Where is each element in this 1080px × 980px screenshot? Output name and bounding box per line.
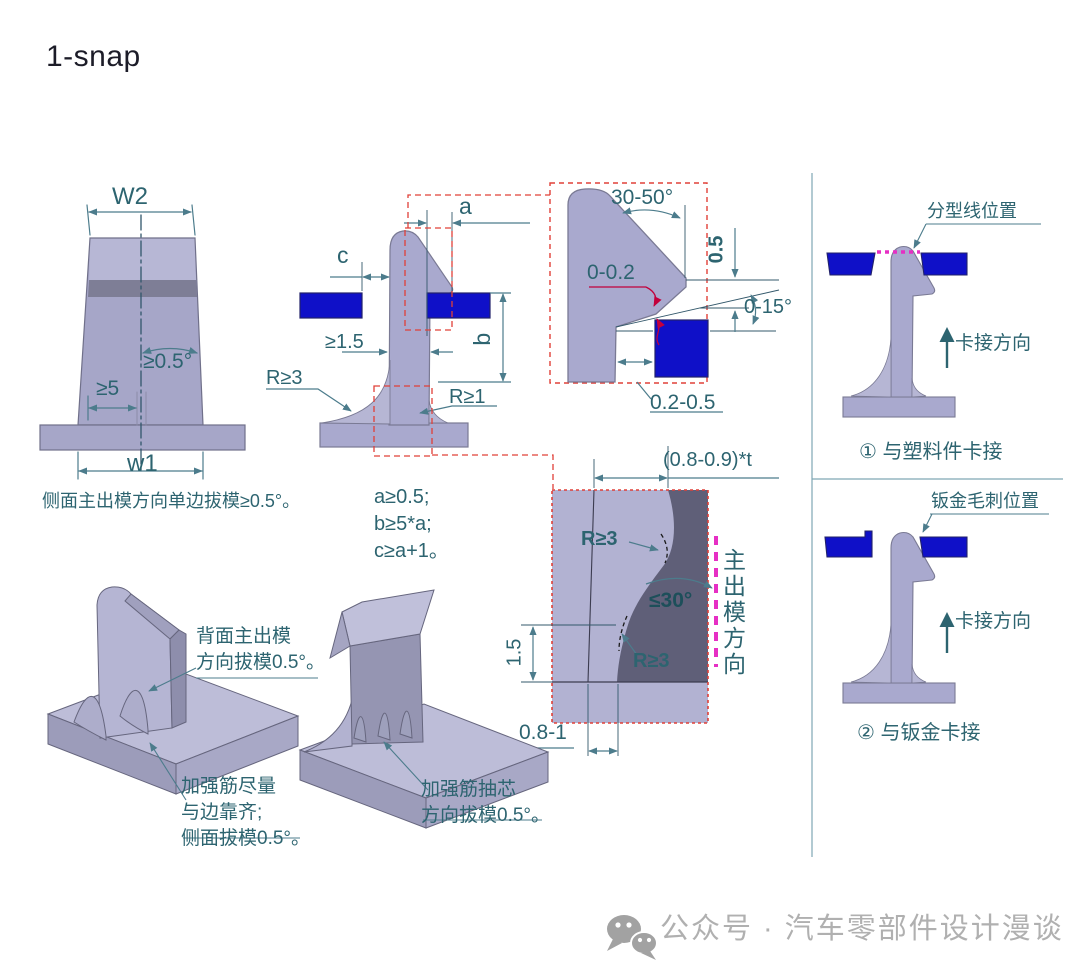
dim-label-a: a (459, 193, 472, 219)
dim-label-land: 0.5 (705, 235, 728, 264)
dim-label-bottom-width: 0.8-1 (519, 721, 567, 744)
dim-label-retention-angle: 0-15° (744, 296, 793, 318)
iso-note-rib-align: 加强筋尽量 与边靠齐; 侧面拔模0.5°。 (181, 774, 310, 852)
dim-label-draft-angle: ≥0.5° (143, 350, 193, 373)
dim-label-w2: W2 (112, 183, 148, 210)
section-view-drawing (266, 194, 554, 489)
burr-callout: 钣金毛刺位置 (931, 491, 1039, 511)
iso-note-rib-align-line3: 侧面拔模0.5°。 (181, 828, 311, 849)
iso-note-back-draft-line1: 背面主出模 (196, 626, 292, 647)
dim-label-r3-bottom: R≥3 (633, 650, 670, 672)
dim-label-clearance: 0-0.2 (587, 261, 635, 284)
dim-label-wall: ≥1.5 (325, 331, 364, 353)
dim-label-c: c (337, 242, 349, 268)
iso-note-back-draft: 背面主出模 方向拔模0.5°。 (196, 624, 325, 676)
dim-label-r3: R≥3 (266, 367, 303, 389)
root-detail-drawing (519, 446, 779, 756)
dim-label-r3-top: R≥3 (581, 528, 618, 550)
iso-note-leaders (148, 667, 542, 839)
dim-label-r1: R≥1 (449, 386, 486, 408)
iso-note-rib-align-line2: 与边靠齐; (181, 802, 263, 823)
snap-direction-label-1: 卡接方向 (955, 333, 1032, 354)
formula-b: b≥5*a; (374, 513, 432, 535)
formula-c: c≥a+1。 (374, 540, 449, 562)
iso-view-1-drawing (46, 586, 300, 795)
formula-a: a≥0.5; (374, 486, 430, 508)
dim-label-min-width: ≥5 (96, 377, 120, 400)
right-panel-drawing (811, 173, 1063, 857)
parting-line-callout: 分型线位置 (927, 201, 1017, 221)
snap-direction-label-2: 卡接方向 (955, 611, 1032, 632)
tip-detail-drawing (549, 182, 780, 413)
wechat-icon (607, 915, 658, 960)
caption-plastic-snap: ① 与塑料件卡接 (859, 441, 1003, 463)
page-title: 1-snap (46, 40, 141, 73)
dim-label-b: b (469, 332, 496, 346)
dim-label-taper-angle: ≤30° (649, 589, 693, 612)
iso-note-rib-align-line1: 加强筋尽量 (181, 776, 277, 797)
watermark-text: 公众号 · 汽车零部件设计漫谈 (660, 913, 1064, 945)
front-view-caption: 侧面主出模方向单边拔模≥0.5°。 (42, 491, 301, 511)
iso-view-2-drawing (298, 589, 550, 829)
dim-label-root-width: (0.8-0.9)*t (663, 449, 752, 471)
snap-formulas: a≥0.5; b≥5*a; c≥a+1。 (374, 484, 449, 565)
iso-note-rib-pull-line2: 方向拔模0.5°。 (421, 805, 551, 826)
iso-note-back-draft-line2: 方向拔模0.5°。 (196, 652, 326, 673)
dim-label-step-height: 1.5 (503, 638, 526, 667)
demold-direction-label: 主出模方向 (719, 548, 746, 678)
caption-sheetmetal-snap: ② 与钣金卡接 (857, 722, 981, 744)
dim-label-edge-gap: 0.2-0.5 (650, 391, 716, 414)
dim-label-lead-angle: 30-50° (611, 186, 674, 209)
iso-note-rib-pull-line1: 加强筋抽芯 (421, 779, 517, 800)
front-view-drawing (39, 204, 246, 480)
iso-note-rib-pull: 加强筋抽芯 方向拔模0.5°。 (421, 777, 550, 829)
dim-label-w1: w1 (127, 450, 158, 477)
